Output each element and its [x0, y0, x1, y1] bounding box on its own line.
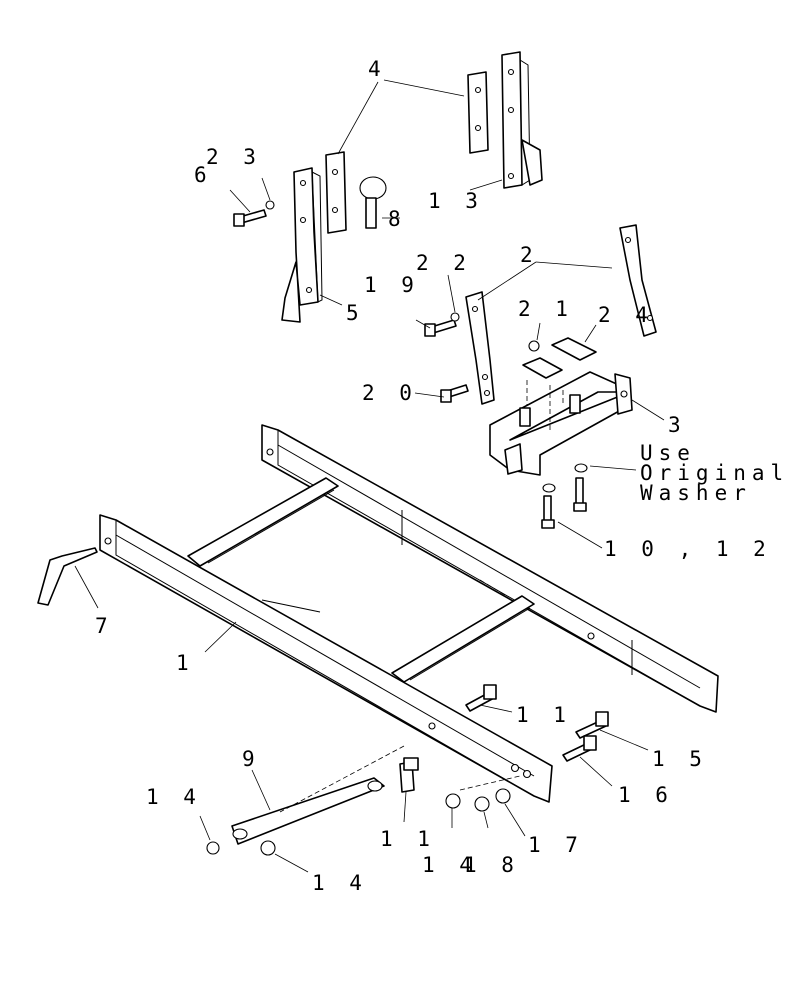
callout-5: 5 — [346, 301, 365, 325]
note-line-1: Use — [640, 441, 696, 465]
callout-19: 1 9 — [364, 273, 420, 297]
callout-17: 1 7 — [528, 833, 584, 857]
callout-23: 2 3 — [206, 145, 262, 169]
callout-6: 6 — [194, 163, 213, 187]
washer-note: Use Original Washer — [640, 441, 789, 505]
callout-3: 3 — [668, 413, 687, 437]
callout-11-lower: 1 1 — [380, 827, 436, 851]
callout-1: 1 — [176, 651, 195, 675]
uprights — [281, 51, 657, 405]
callout-10-12: 1 0 , 1 2 — [604, 537, 772, 561]
callout-13: 1 3 — [428, 189, 484, 213]
callout-7: 7 — [95, 614, 114, 638]
callout-14-bottom: 1 4 — [312, 871, 368, 895]
note-line-2: Original — [640, 461, 789, 485]
callout-24: 2 4 — [598, 303, 654, 327]
hardware — [37, 176, 609, 856]
note-line-3: Washer — [640, 481, 752, 505]
callout-11-upper: 1 1 — [516, 703, 572, 727]
callout-16: 1 6 — [618, 783, 674, 807]
callout-20: 2 0 — [362, 381, 418, 405]
callout-14-right: 1 4 — [422, 853, 478, 877]
leader-lines — [74, 79, 665, 873]
mount-bracket — [489, 371, 633, 476]
callout-4: 4 — [368, 57, 387, 81]
callout-22: 2 2 — [416, 251, 472, 275]
callout-9: 9 — [242, 747, 261, 771]
callout-18: 1 8 — [464, 853, 520, 877]
callout-labels: 1 2 3 4 5 6 7 8 9 1 0 , 1 2 1 1 1 1 1 3 … — [95, 57, 772, 895]
callout-15: 1 5 — [652, 747, 708, 771]
callout-21: 2 1 — [518, 297, 574, 321]
callout-2: 2 — [520, 243, 539, 267]
callout-8: 8 — [388, 207, 407, 231]
callout-14-left: 1 4 — [146, 785, 202, 809]
main-frame — [99, 424, 719, 803]
